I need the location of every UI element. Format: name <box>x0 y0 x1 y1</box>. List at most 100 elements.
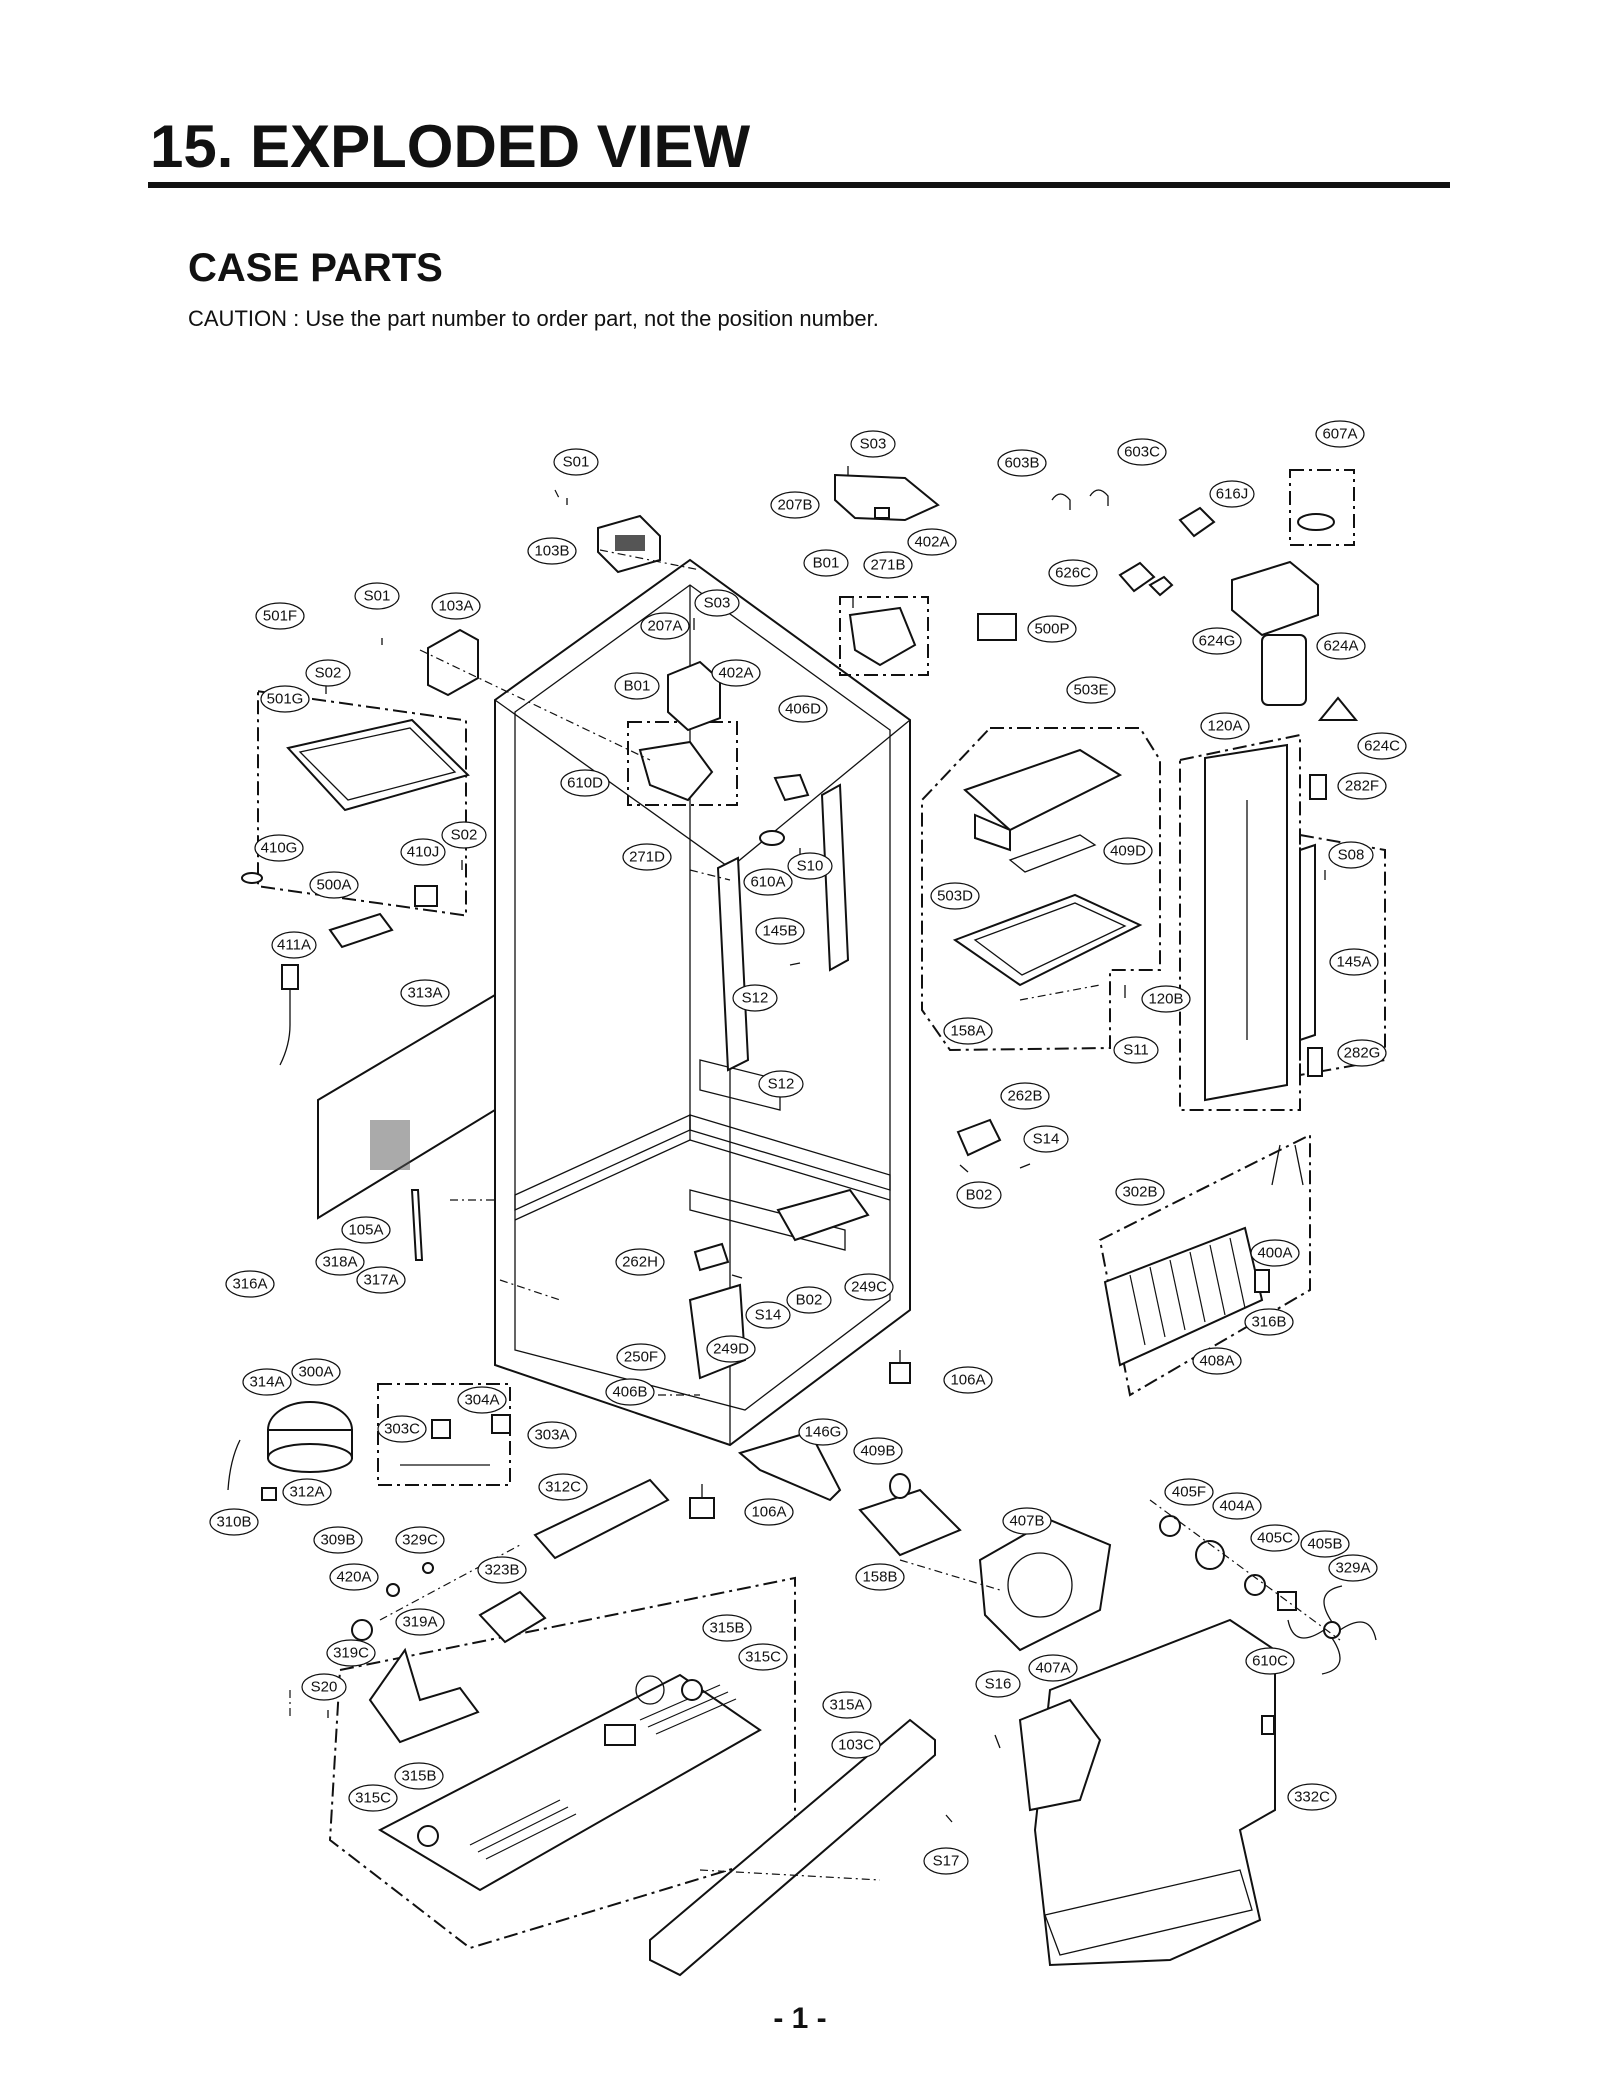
callout-624G: 624G <box>1192 627 1242 655</box>
callout-B02: B02 <box>956 1181 1002 1209</box>
callout-text: 315C <box>355 1790 391 1807</box>
callout-S14: S14 <box>745 1301 791 1329</box>
callout-text: S03 <box>860 436 887 453</box>
callout-501G: 501G <box>260 685 310 713</box>
callout-text: 319C <box>333 1645 369 1662</box>
callout-410G: 410G <box>254 834 304 862</box>
callout-411A: 411A <box>271 931 317 959</box>
callout-207B: 207B <box>770 491 820 519</box>
callout-S01: S01 <box>553 448 599 476</box>
callout-610A: 610A <box>743 868 793 896</box>
callout-text: 120B <box>1148 991 1183 1008</box>
callout-315C: 315C <box>348 1784 398 1812</box>
callout-503D: 503D <box>930 882 980 910</box>
callout-text: 410J <box>407 844 440 861</box>
callout-text: 409B <box>860 1443 895 1460</box>
callout-315A: 315A <box>822 1691 872 1719</box>
callout-text: 624A <box>1323 638 1358 655</box>
callout-B01: B01 <box>803 549 849 577</box>
callout-300A: 300A <box>291 1358 341 1386</box>
callout-text: 315C <box>745 1649 781 1666</box>
callout-262H: 262H <box>615 1248 665 1276</box>
callout-text: 404A <box>1219 1498 1254 1515</box>
callout-text: 103C <box>838 1737 874 1754</box>
callout-405C: 405C <box>1250 1524 1300 1552</box>
callout-S03: S03 <box>850 430 896 458</box>
callout-310B: 310B <box>209 1508 259 1536</box>
callout-text: 405B <box>1307 1536 1342 1553</box>
callout-text: B01 <box>624 678 651 695</box>
callout-text: 300A <box>298 1364 333 1381</box>
callout-text: 303C <box>384 1421 420 1438</box>
callout-607A: 607A <box>1315 420 1365 448</box>
callout-402A: 402A <box>711 659 761 687</box>
callout-603B: 603B <box>997 449 1047 477</box>
callout-329A: 329A <box>1328 1554 1378 1582</box>
callout-407A: 407A <box>1028 1654 1078 1682</box>
component-illustrations <box>227 466 1377 1977</box>
callout-text: 329A <box>1335 1560 1370 1577</box>
callout-312C: 312C <box>538 1473 588 1501</box>
callout-text: 500P <box>1034 621 1069 638</box>
callout-319A: 319A <box>395 1608 445 1636</box>
callout-text: S12 <box>742 990 769 1007</box>
callout-text: 409D <box>1110 843 1146 860</box>
section-title: CASE PARTS <box>188 246 443 290</box>
callout-610D: 610D <box>560 769 610 797</box>
callout-271B: 271B <box>863 551 913 579</box>
callout-406D: 406D <box>778 695 828 723</box>
callout-S02: S02 <box>305 659 351 687</box>
callout-text: 282F <box>1345 778 1379 795</box>
callout-249C: 249C <box>844 1273 894 1301</box>
callout-408A: 408A <box>1192 1347 1242 1375</box>
callout-316B: 316B <box>1244 1308 1294 1336</box>
callout-text: 314A <box>249 1374 284 1391</box>
callout-S16: S16 <box>975 1670 1021 1698</box>
callout-406B: 406B <box>605 1378 655 1406</box>
callout-text: 145A <box>1336 954 1371 971</box>
callout-text: 603C <box>1124 444 1160 461</box>
callout-106A: 106A <box>943 1366 993 1394</box>
callout-S01: S01 <box>354 582 400 610</box>
callout-145B: 145B <box>755 917 805 945</box>
page-title: 15. EXPLODED VIEW <box>150 113 751 180</box>
callout-text: S08 <box>1338 847 1365 864</box>
callout-317A: 317A <box>356 1266 406 1294</box>
callout-text: B01 <box>813 555 840 572</box>
callout-407B: 407B <box>1002 1507 1052 1535</box>
callout-626C: 626C <box>1048 559 1098 587</box>
callout-315C: 315C <box>738 1643 788 1671</box>
callout-S02: S02 <box>441 821 487 849</box>
callout-158A: 158A <box>943 1017 993 1045</box>
callout-text: 282G <box>1344 1045 1381 1062</box>
callout-329C: 329C <box>395 1526 445 1554</box>
callout-text: 249D <box>713 1341 749 1358</box>
callout-103C: 103C <box>831 1731 881 1759</box>
callout-500P: 500P <box>1027 615 1077 643</box>
callout-309B: 309B <box>313 1526 363 1554</box>
callout-282F: 282F <box>1337 772 1387 800</box>
callout-text: 310B <box>216 1514 251 1531</box>
callout-315B: 315B <box>394 1762 444 1790</box>
callout-text: 145B <box>762 923 797 940</box>
callout-318A: 318A <box>315 1248 365 1276</box>
callout-text: 302B <box>1122 1184 1157 1201</box>
callout-text: 624C <box>1364 738 1400 755</box>
callout-332C: 332C <box>1287 1783 1337 1811</box>
callout-304A: 304A <box>457 1386 507 1414</box>
callout-315B: 315B <box>702 1614 752 1642</box>
callout-text: 106A <box>751 1504 786 1521</box>
callout-text: 120A <box>1207 718 1242 735</box>
callout-S17: S17 <box>923 1847 969 1875</box>
callout-text: 103B <box>534 543 569 560</box>
callout-271D: 271D <box>622 843 672 871</box>
callout-B01: B01 <box>614 672 660 700</box>
callout-500A: 500A <box>309 871 359 899</box>
callout-400A: 400A <box>1250 1239 1300 1267</box>
callout-249D: 249D <box>706 1335 756 1363</box>
callout-S20: S20 <box>301 1673 347 1701</box>
callout-S12: S12 <box>758 1070 804 1098</box>
callout-text: 610A <box>750 874 785 891</box>
callout-text: 303A <box>534 1427 569 1444</box>
callout-text: 318A <box>322 1254 357 1271</box>
